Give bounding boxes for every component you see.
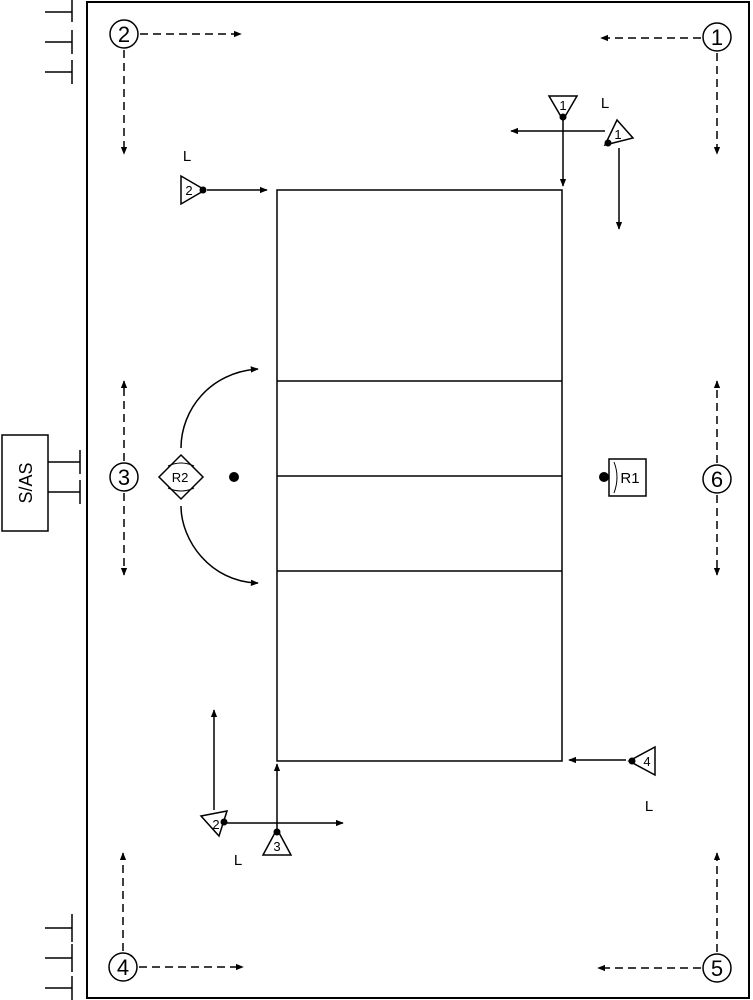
outer-frame	[86, 1, 750, 999]
ball-right	[599, 472, 609, 482]
player-2-top: 2	[180, 174, 207, 206]
position-4: 4	[108, 952, 138, 982]
position-5: 5	[702, 953, 732, 983]
svg-text:4: 4	[117, 955, 129, 980]
rotation-arrows	[119, 30, 721, 972]
movement-arrows	[180, 120, 626, 830]
referee-2: R2	[157, 453, 205, 501]
player-1-server: 1	[547, 95, 579, 122]
position-6: 6	[702, 464, 732, 494]
svg-text:1: 1	[614, 127, 621, 142]
position-1: 1	[702, 22, 732, 52]
l-marker-top-left: L	[183, 148, 191, 165]
svg-text:2: 2	[185, 183, 192, 198]
svg-text:1: 1	[559, 98, 566, 113]
player-2-bottom: 2	[199, 810, 229, 838]
svg-text:1: 1	[711, 25, 723, 50]
left-edge-ticks-top	[45, 0, 73, 84]
l-marker-bottom-right: L	[645, 798, 653, 815]
player-4: 4	[627, 745, 656, 777]
svg-text:5: 5	[711, 956, 723, 981]
left-edge-ticks-bottom	[45, 914, 73, 1000]
svg-text:3: 3	[118, 465, 130, 490]
l-marker-bottom-left: L	[234, 852, 242, 869]
position-3: 3	[109, 462, 139, 492]
svg-text:3: 3	[273, 839, 280, 854]
svg-text:R1: R1	[620, 470, 639, 487]
svg-text:R2: R2	[172, 470, 189, 485]
svg-text:4: 4	[643, 754, 650, 769]
referee-1: R1	[608, 458, 647, 497]
svg-text:2: 2	[212, 817, 219, 832]
position-2: 2	[109, 19, 139, 49]
ball-left	[229, 472, 239, 482]
player-1-receiver: 1	[603, 118, 635, 147]
player-3: 3	[261, 827, 293, 856]
court	[276, 189, 563, 762]
sas-box: S/AS	[1, 434, 81, 532]
svg-text:2: 2	[118, 22, 130, 47]
sas-label: S/AS	[16, 462, 36, 503]
l-marker-top-right: L	[601, 95, 609, 112]
svg-text:6: 6	[711, 467, 723, 492]
